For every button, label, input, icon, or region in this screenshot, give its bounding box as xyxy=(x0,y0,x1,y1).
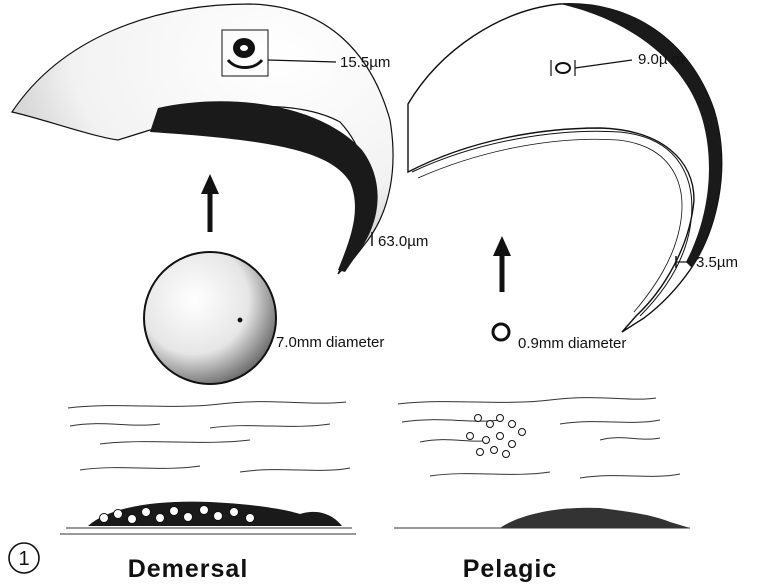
pelagic-title: Pelagic xyxy=(463,555,558,583)
pelagic-egg-section: 9.0µ m 3.5µm 0.9mm diameter xyxy=(408,4,738,352)
demersal-diameter-label: 7.0mm diameter xyxy=(276,334,384,351)
demersal-zona-label: 63.0µm xyxy=(378,233,428,250)
pelagic-floating-eggs xyxy=(467,415,526,458)
pelagic-whole-egg xyxy=(493,324,509,340)
pelagic-diameter-label: 0.9mm diameter xyxy=(518,335,626,352)
pelagic-water-scene xyxy=(394,398,690,528)
demersal-zona-band xyxy=(150,101,378,272)
pelagic-seabed xyxy=(500,508,690,528)
svg-text:1: 1 xyxy=(18,548,29,570)
figure-number: 1 xyxy=(9,543,39,573)
demersal-whole-egg xyxy=(144,252,276,384)
demersal-seabed-eggs xyxy=(88,502,342,526)
demersal-micropyle-label: 15.5µm xyxy=(340,54,390,71)
demersal-egg-section: 15.5µm 63.0µm 7.0mm diameter xyxy=(12,4,428,384)
demersal-title: Demersal xyxy=(128,555,249,583)
pelagic-zona-label: 3.5µm xyxy=(696,254,738,271)
pelagic-micropyle-label: 9.0µ m xyxy=(638,51,684,68)
